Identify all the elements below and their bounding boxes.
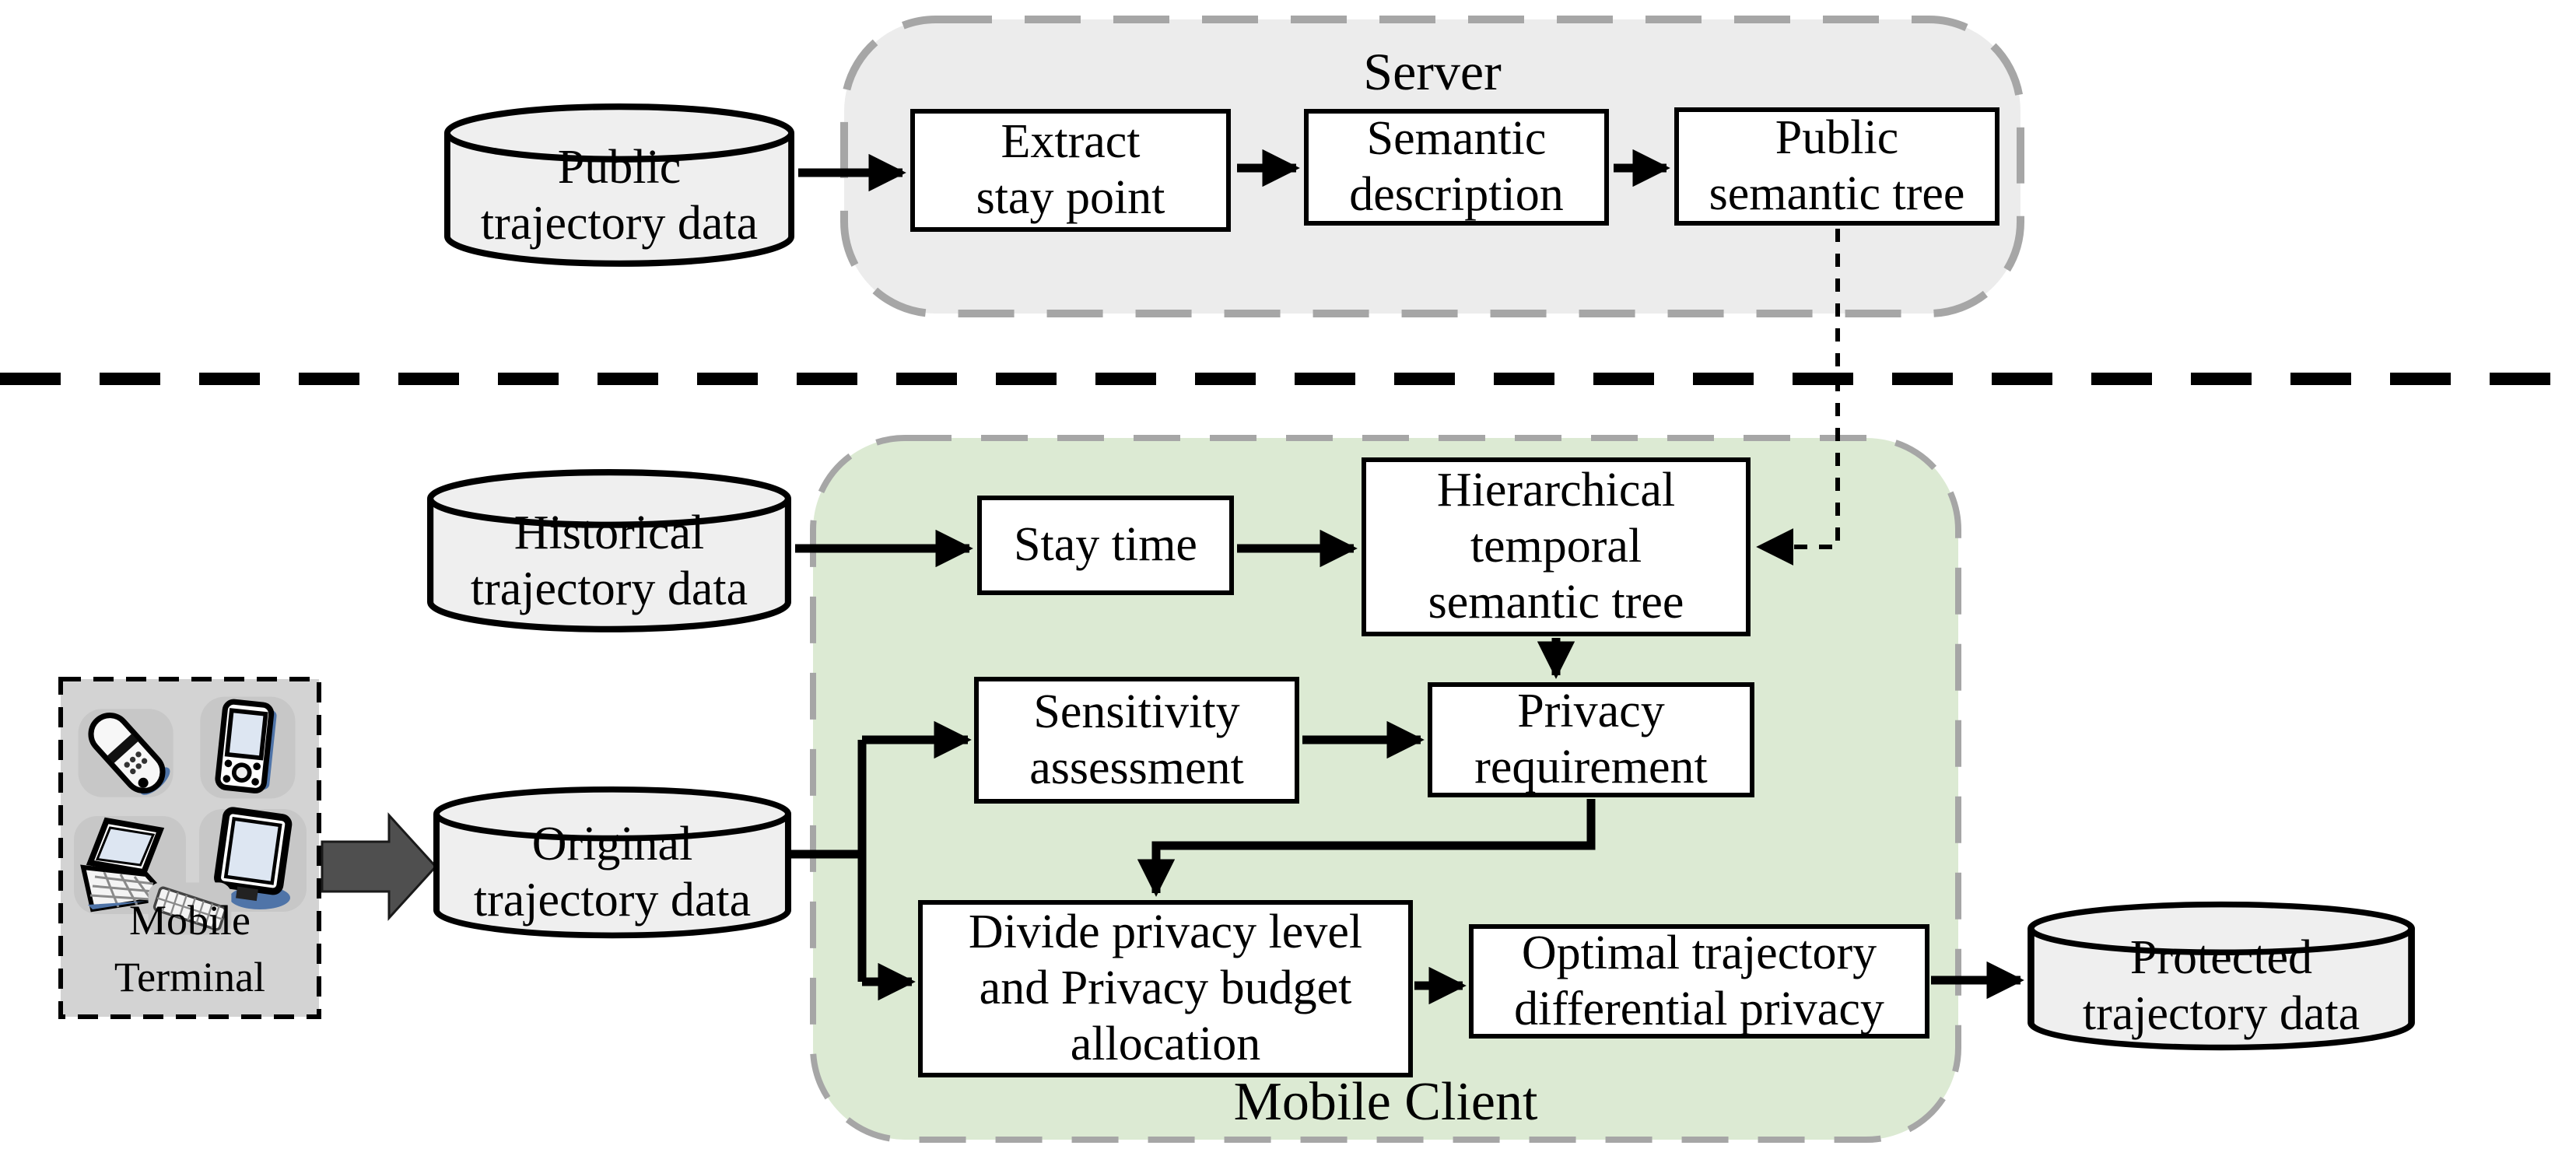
protected-trajectory-data-store: Protected trajectory data — [2027, 901, 2416, 1053]
stay-time-box: Stay time — [977, 496, 1234, 595]
node-label: Semantic description — [1349, 112, 1564, 221]
cylinder-label: Original trajectory data — [473, 818, 752, 927]
node-label: Optimal trajectory differential privacy — [1514, 926, 1884, 1035]
cylinder-label: Historical trajectory data — [470, 506, 748, 616]
sensitivity-assessment-box: Sensitivity assessment — [974, 677, 1299, 804]
flip-phone-icon — [78, 709, 173, 797]
node-label: Sensitivity assessment — [1029, 685, 1244, 794]
historical-trajectory-data-store: Historical trajectory data — [426, 468, 792, 636]
optimal-trajectory-differential-privacy-box: Optimal trajectory differential privacy — [1469, 924, 1929, 1039]
node-label: Privacy requirement — [1474, 685, 1708, 793]
original-trajectory-data-store: Original trajectory data — [433, 786, 792, 941]
pda-icon — [200, 696, 296, 799]
node-label: Stay time — [1014, 518, 1197, 572]
semantic-description-box: Semantic description — [1304, 109, 1609, 226]
node-label: Hierarchical temporal semantic tree — [1428, 464, 1684, 629]
node-label: Extract stay point — [976, 115, 1165, 224]
extract-stay-point-box: Extract stay point — [910, 109, 1231, 232]
mobile-client-label: Mobile Client — [1233, 1072, 1538, 1132]
public-trajectory-data-store: Public trajectory data — [443, 103, 795, 270]
node-label: Public semantic tree — [1709, 111, 1965, 220]
cylinder-shape — [433, 786, 791, 939]
cylinder-label: Public trajectory data — [480, 141, 759, 250]
cylinder-shape — [2028, 901, 2415, 1051]
divide-privacy-level-box: Divide privacy level and Privacy budget … — [918, 900, 1413, 1077]
privacy-requirement-box: Privacy requirement — [1428, 682, 1754, 797]
mobile-terminal-group: Mobile Terminal — [61, 679, 319, 1017]
node-label: Divide privacy level and Privacy budget … — [968, 906, 1363, 1070]
mobile-terminal-label: Mobile Terminal — [114, 897, 266, 1001]
server-label: Server — [1363, 42, 1502, 101]
hierarchical-temporal-semantic-tree-box: Hierarchical temporal semantic tree — [1362, 457, 1751, 636]
cylinder-label: Protected trajectory data — [2082, 930, 2360, 1040]
keyboard-icon — [148, 882, 232, 935]
public-semantic-tree-box: Public semantic tree — [1674, 107, 1999, 226]
cylinder-shape — [443, 103, 795, 267]
cylinder-shape — [427, 469, 791, 632]
